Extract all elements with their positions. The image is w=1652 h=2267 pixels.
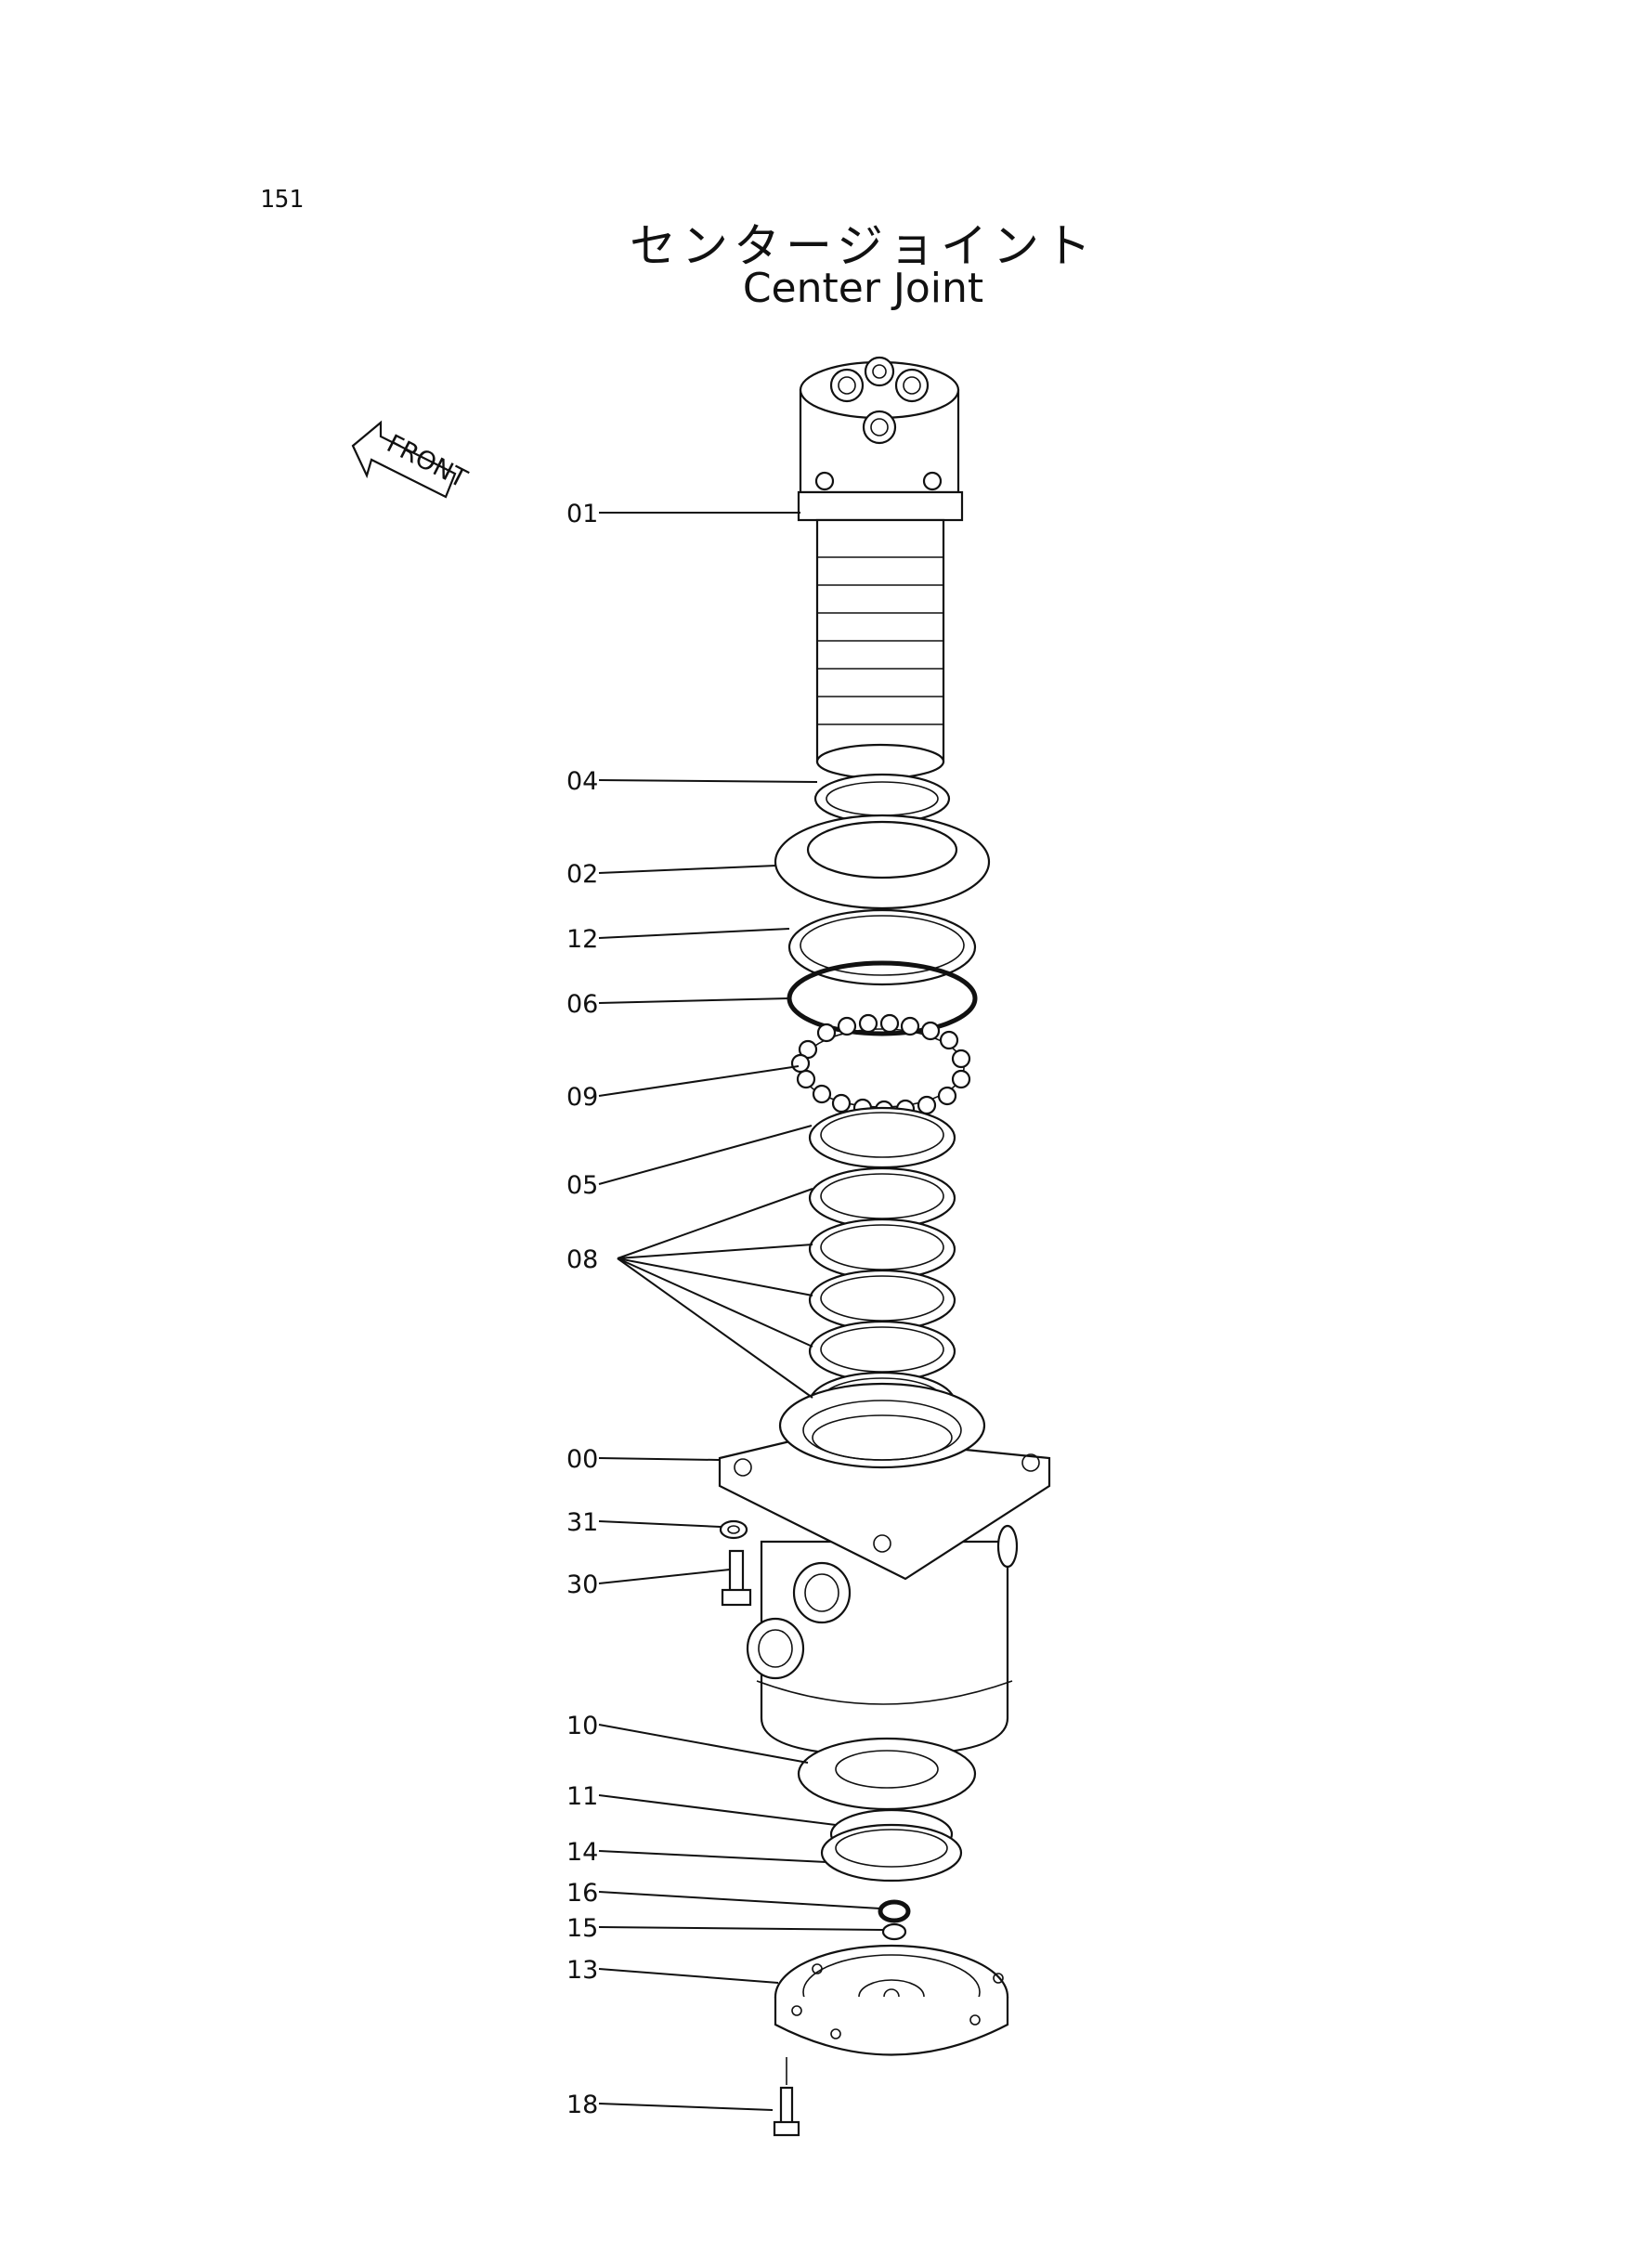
callout-14: 14 <box>566 1838 598 1867</box>
part-13-cover <box>774 1944 1009 2056</box>
part-30-bolt <box>721 1549 752 1607</box>
page-number: 151 <box>260 186 304 214</box>
part-14-ring <box>820 1823 963 1883</box>
callout-18: 18 <box>566 2091 598 2119</box>
part-02-seal-plate <box>774 814 991 910</box>
part-00-body <box>718 1382 1051 1757</box>
title-english: Center Joint <box>742 265 984 312</box>
callout-30: 30 <box>566 1570 598 1599</box>
callout-31: 31 <box>566 1508 598 1537</box>
part-31-washer <box>719 1519 748 1540</box>
part-18-bolt <box>773 2057 800 2137</box>
callout-05: 05 <box>566 1171 598 1200</box>
callout-13: 13 <box>566 1956 598 1985</box>
part-15-plug <box>881 1922 907 1941</box>
part-01-spindle <box>797 356 964 780</box>
callout-04: 04 <box>566 767 598 796</box>
front-arrow-icon: FRONT <box>351 420 472 499</box>
part-16-o-ring <box>878 1899 911 1923</box>
callout-08: 08 <box>566 1245 598 1274</box>
title-japanese: センタージョイント <box>630 219 1097 273</box>
part-10-ring <box>797 1737 977 1811</box>
callout-11: 11 <box>566 1782 598 1811</box>
callout-00: 00 <box>566 1445 598 1474</box>
callout-06: 06 <box>566 990 598 1019</box>
callout-09: 09 <box>566 1083 598 1112</box>
part-09-steel-balls <box>790 1013 971 1120</box>
callout-16: 16 <box>566 1879 598 1908</box>
callout-12: 12 <box>566 925 598 954</box>
part-05-ring <box>808 1106 956 1169</box>
callout-labels: 01 04 02 12 06 09 05 08 00 31 30 10 11 1… <box>566 500 598 2119</box>
callout-10: 10 <box>566 1712 598 1740</box>
callout-15: 15 <box>566 1914 598 1943</box>
callout-01: 01 <box>566 500 598 528</box>
callout-02: 02 <box>566 860 598 889</box>
leader-lines <box>598 512 884 2111</box>
